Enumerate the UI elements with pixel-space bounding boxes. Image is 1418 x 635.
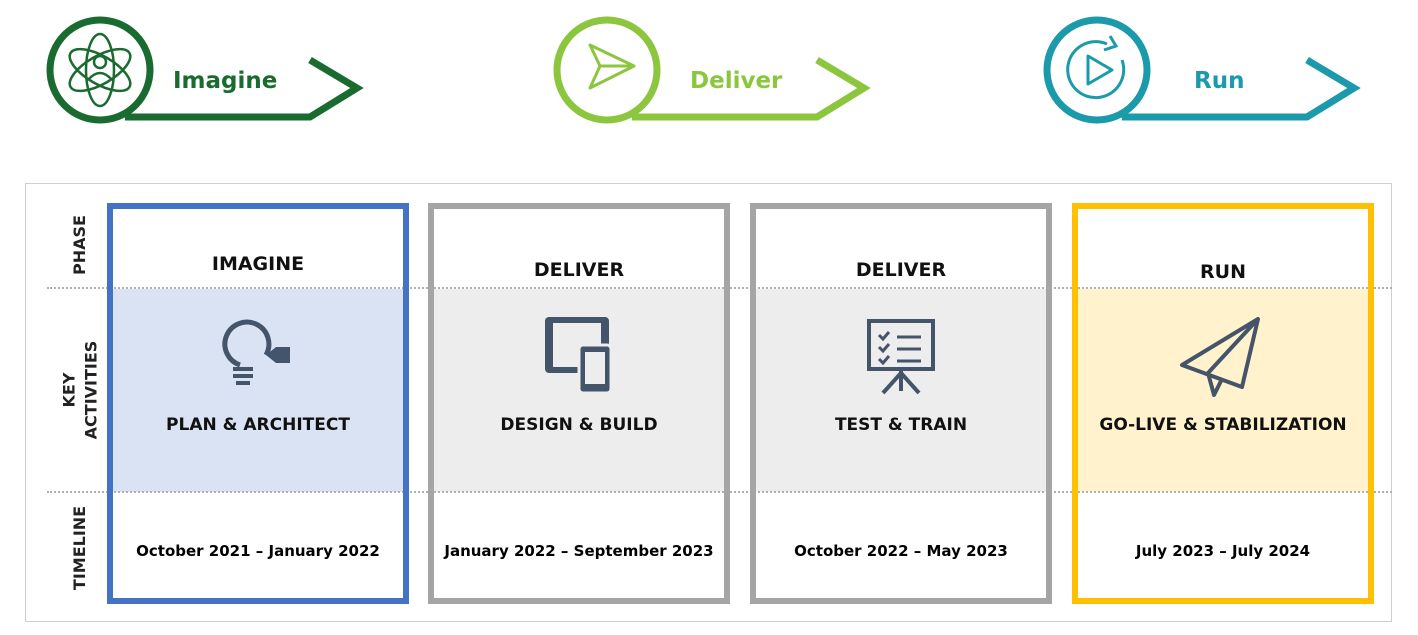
phase-label: RUN	[1200, 261, 1246, 283]
divider	[47, 491, 1392, 493]
atom-person-icon	[46, 16, 364, 124]
header-label: Imagine	[173, 68, 278, 94]
header-deliver: Deliver	[552, 0, 892, 140]
phase-label: DELIVER	[533, 259, 625, 281]
timeline-label: October 2021 – January 2022	[136, 542, 380, 560]
timeline-label: January 2022 – September 2023	[444, 542, 714, 560]
header-imagine: Imagine	[45, 0, 385, 140]
paper-plane-icon	[1180, 317, 1260, 397]
row-label-line: KEY	[59, 372, 78, 408]
phase-label: DELIVER	[855, 259, 947, 281]
column-imagine: IMAGINE PLAN & ARCHITECT October 2021 – …	[107, 203, 409, 604]
phase-label: IMAGINE	[211, 253, 305, 275]
header-run: Run	[1042, 0, 1382, 140]
header-label: Deliver	[690, 68, 783, 94]
play-cycle-icon	[1043, 16, 1361, 124]
timeline-label: July 2023 – July 2024	[1135, 542, 1311, 560]
row-label-timeline: TIMELINE	[52, 493, 108, 603]
tablet-phone-icon	[545, 317, 613, 395]
activity-label: GO-LIVE & STABILIZATION	[1099, 415, 1347, 435]
column-design-build: DELIVER DESIGN & BUILD January 2022 – Se…	[428, 203, 730, 604]
activity-label: PLAN & ARCHITECT	[166, 415, 350, 435]
timeline-label: October 2022 – May 2023	[794, 542, 1008, 560]
paper-plane-icon	[553, 16, 871, 124]
lightbulb-tag-icon	[222, 319, 290, 385]
row-label-phase: PHASE	[52, 203, 108, 287]
divider	[47, 287, 1392, 289]
presentation-board-icon	[867, 319, 935, 395]
column-test-train: DELIVER TEST & TRAIN October 2022 – May …	[750, 203, 1052, 604]
header-label: Run	[1194, 68, 1245, 94]
column-run: RUN GO-LIVE & STABILIZATION July 2023 – …	[1072, 203, 1374, 604]
row-label-text: TIMELINE	[70, 505, 89, 591]
row-label-line: ACTIVITIES	[81, 340, 100, 440]
row-label-text: PHASE	[70, 215, 90, 275]
timeline-panel	[25, 183, 1392, 622]
activity-label: TEST & TRAIN	[834, 415, 968, 435]
band-run	[1078, 289, 1368, 492]
activity-label: DESIGN & BUILD	[500, 415, 658, 435]
